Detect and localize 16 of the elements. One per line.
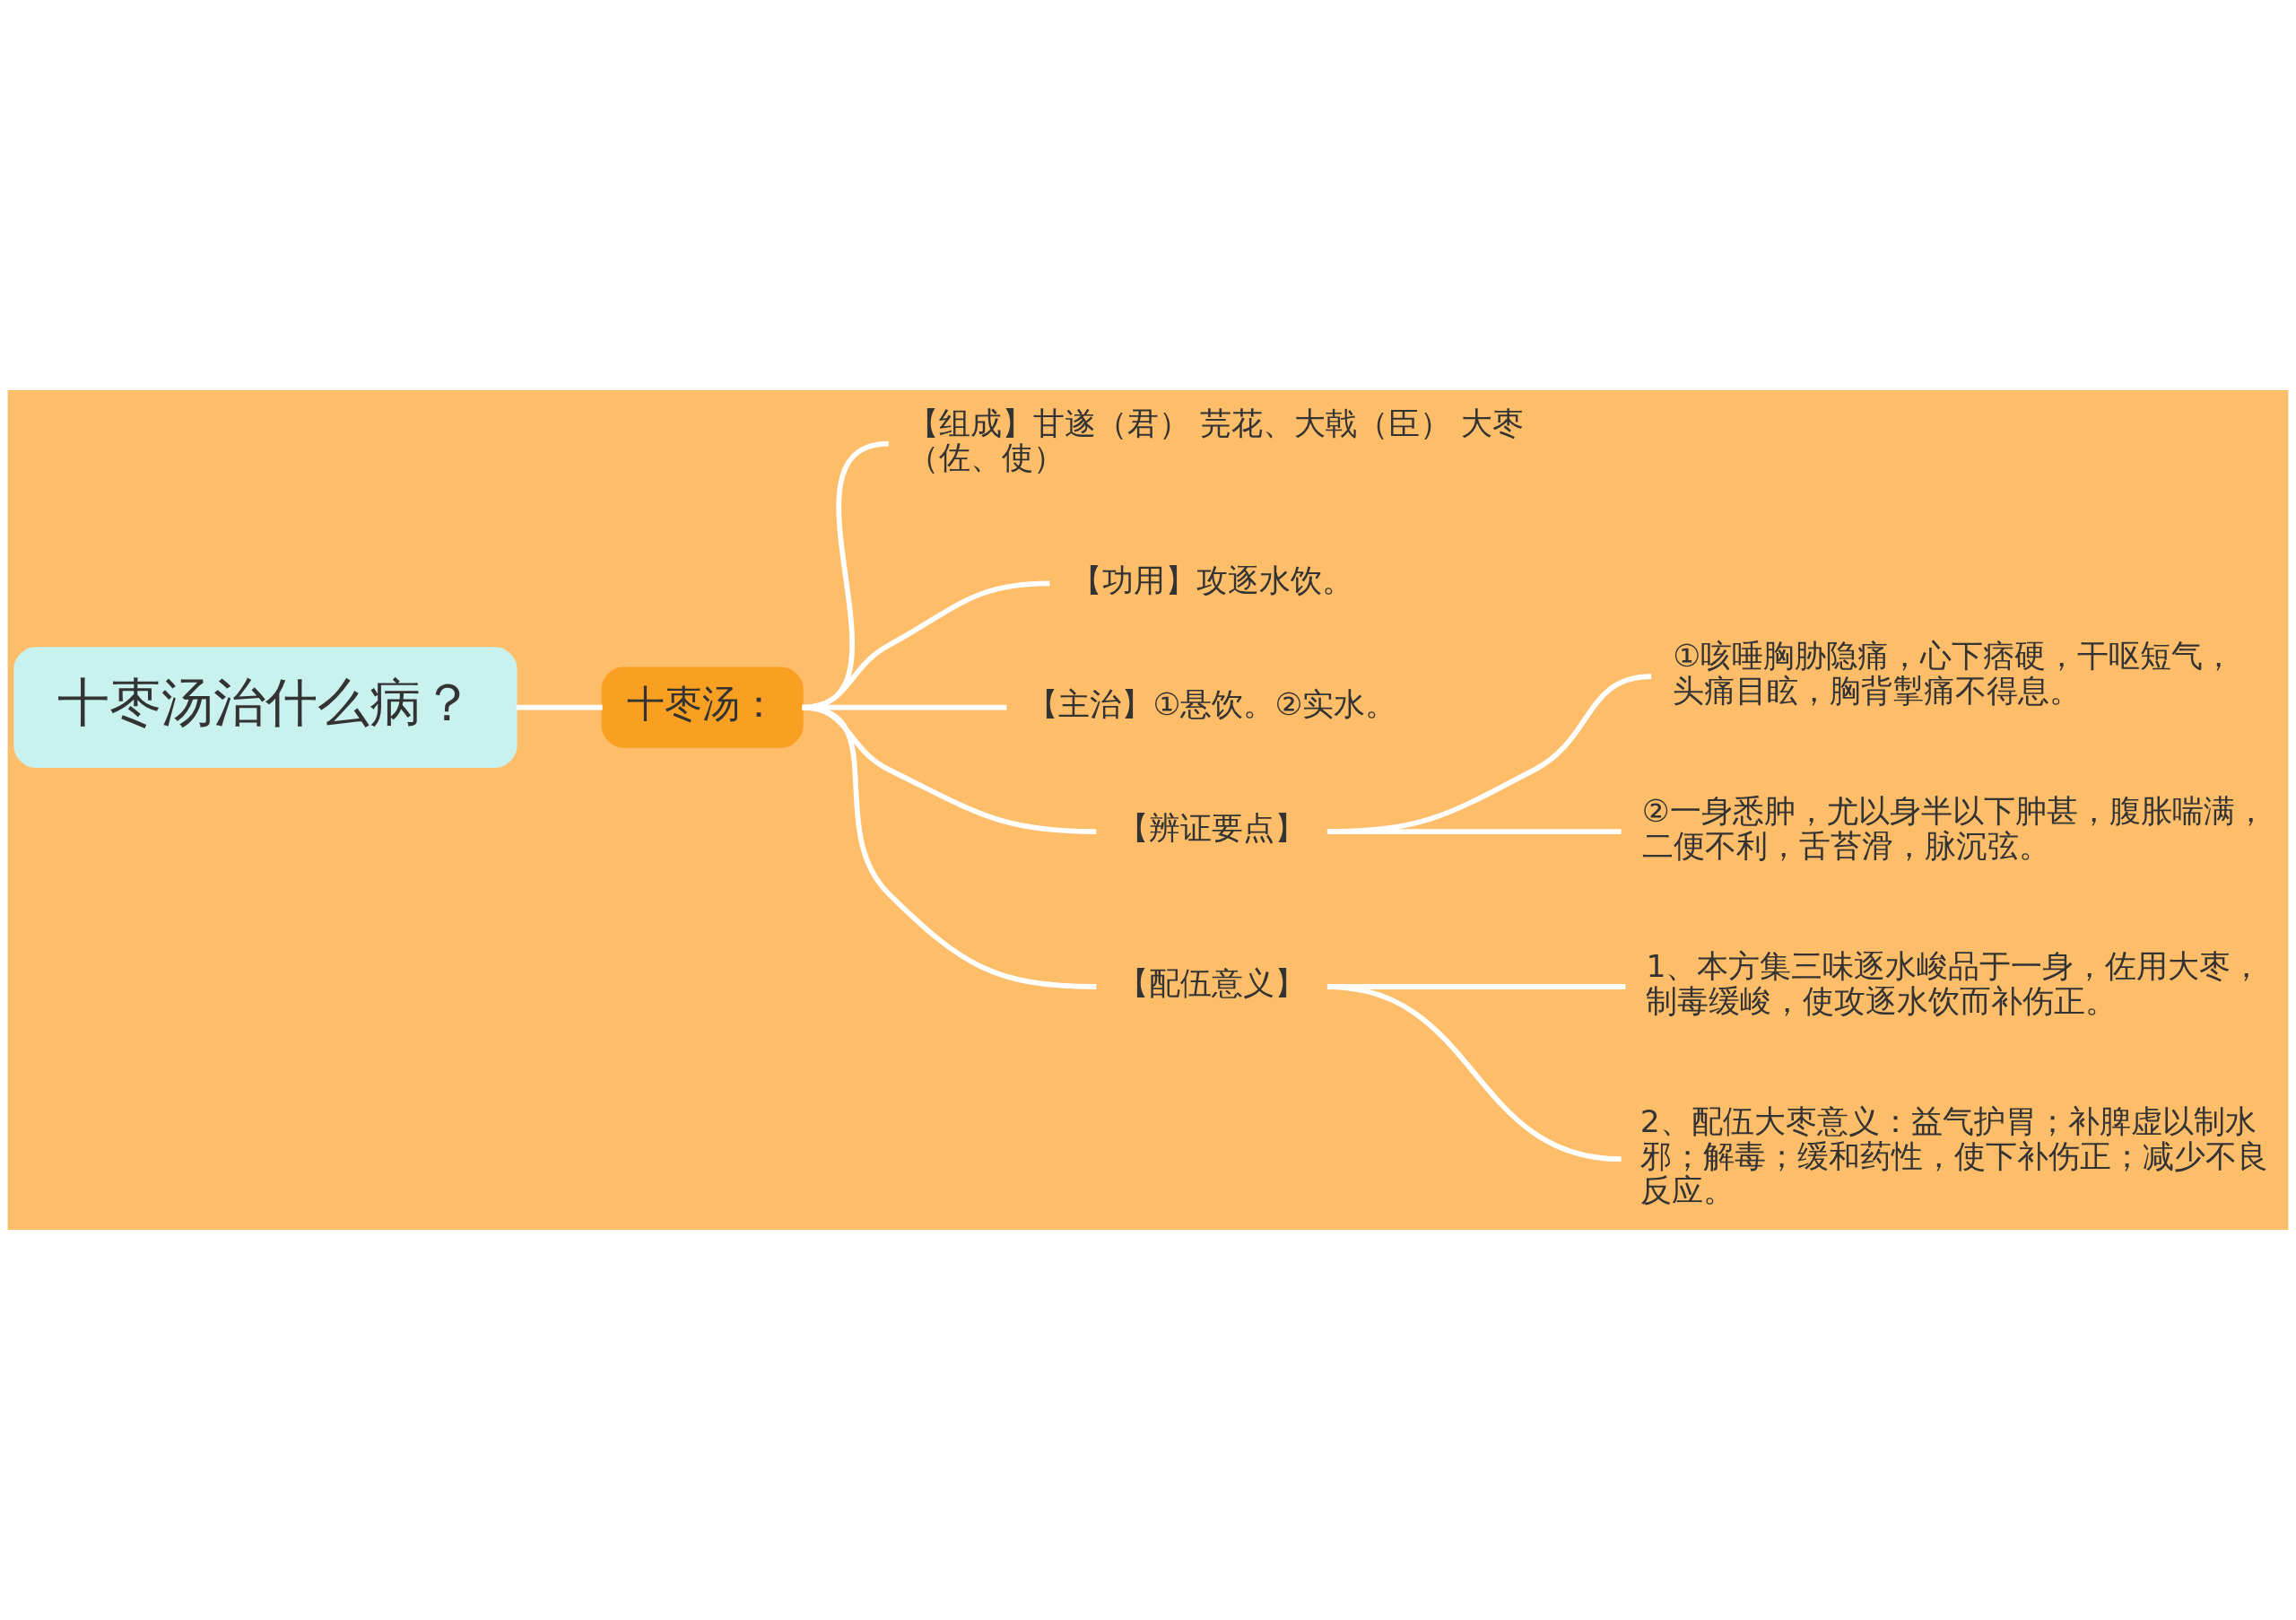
node-text: 【主治】①悬饮。②实水。 (1027, 686, 1397, 723)
node-text: 【辨证要点】 (1118, 810, 1307, 847)
node-text: 【配伍意义】 (1118, 965, 1307, 1002)
node-box: 十枣汤治什么病？ (13, 647, 517, 768)
node-text: ①咳唾胸胁隐痛，心下痞硬，干呕短气，头痛目眩，胸背掣痛不得息。 (1673, 638, 2235, 709)
connector (1326, 674, 1652, 834)
node-text: 2、配伍大枣意义：益气护胃；补脾虚以制水邪；解毒；缓和药性，使下补伤正；减少不良反应。 (1639, 1103, 2268, 1209)
connector (516, 704, 603, 710)
node-text: 【组成】甘遂（君） 芫花、大戟（臣） 大枣（佐、使） (907, 405, 1524, 476)
node-text: ②一身悉肿，尤以身半以下肿甚，腹胀喘满，二便不利，舌苔滑，脉沉弦。 (1641, 793, 2266, 864)
connector (1326, 984, 1622, 1163)
node-text: 1、本方集三味逐水峻品于一身，佐用大枣，制毒缓峻，使攻逐水饮而补伤正。 (1646, 948, 2263, 1019)
connector (1326, 829, 1622, 834)
connector (802, 704, 1097, 989)
node-box: 十枣汤： (601, 666, 804, 748)
node-text: 【功用】攻逐水饮。 (1071, 562, 1354, 598)
